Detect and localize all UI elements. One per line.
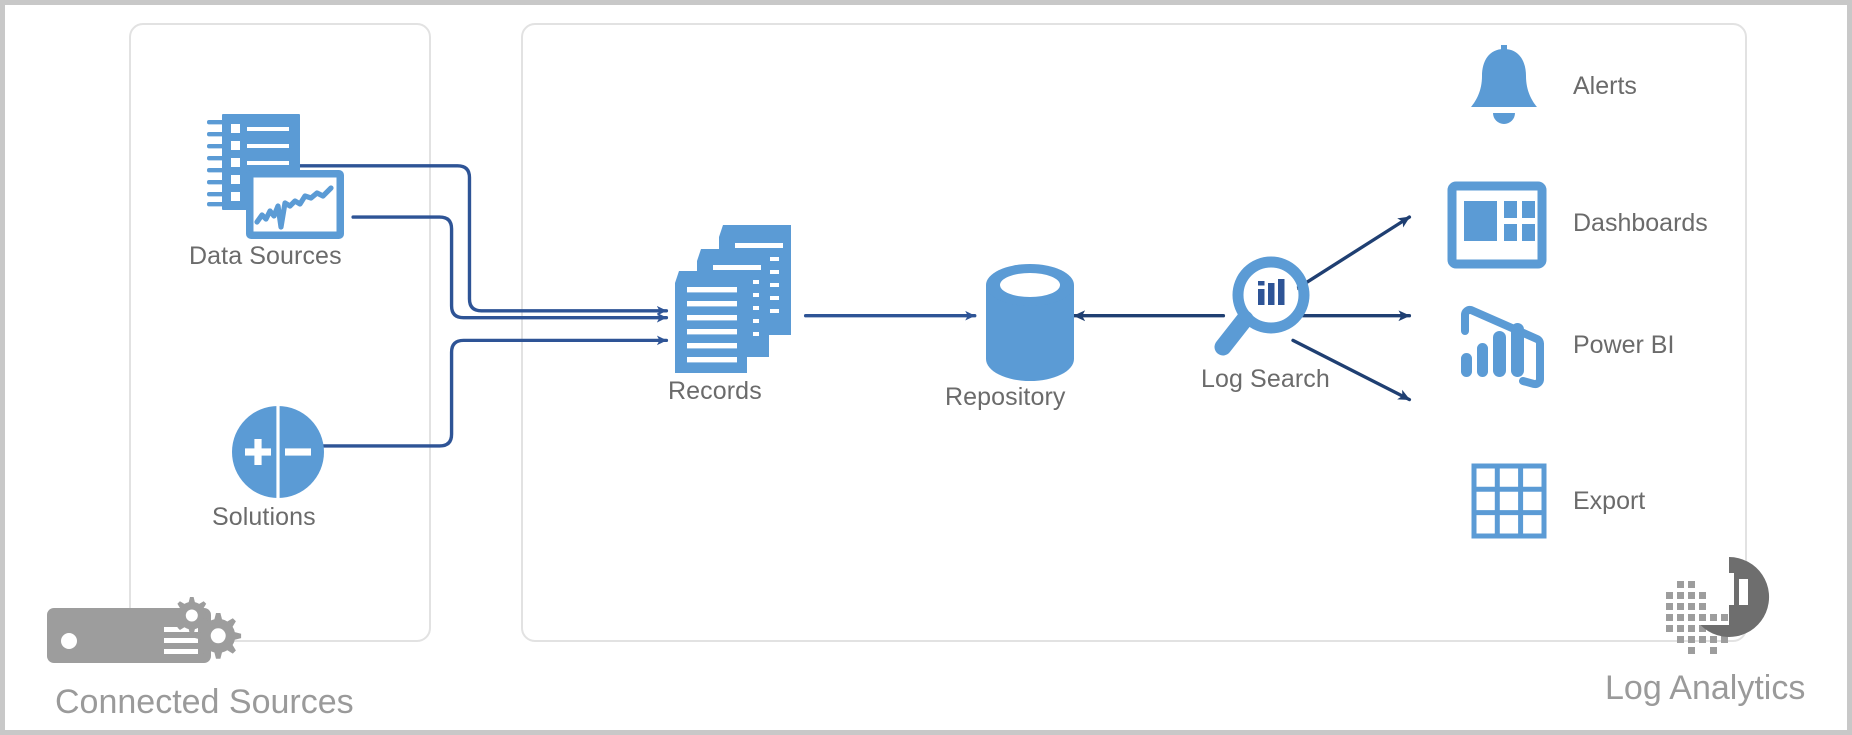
node-label-log-search: Log Search xyxy=(1201,365,1330,393)
output-label-export: Export xyxy=(1573,487,1646,515)
connector-logsearch-to-powerbi xyxy=(1291,338,1412,402)
power-bi-icon xyxy=(1461,305,1544,389)
node-alerts[interactable]: Alerts xyxy=(1465,43,1637,129)
node-repository[interactable]: Repository xyxy=(945,263,1077,411)
solutions-plus-minus-icon xyxy=(232,406,324,498)
connector-datasources-chart-to-records xyxy=(351,215,669,323)
output-label-power-bi: Power BI xyxy=(1573,331,1675,359)
node-label-repository: Repository xyxy=(945,383,1066,411)
panel-connected-sources xyxy=(129,23,431,642)
node-dashboards[interactable]: Dashboards xyxy=(1447,181,1708,269)
node-log-search[interactable]: Log Search xyxy=(1201,253,1330,393)
connector-datasources-list-to-records xyxy=(293,164,669,316)
records-documents-icon xyxy=(675,225,791,373)
connector-layer xyxy=(274,164,1412,448)
dashboard-grid-icon xyxy=(1447,181,1547,269)
table-grid-icon xyxy=(1471,463,1547,539)
node-label-data-sources: Data Sources xyxy=(189,242,342,270)
data-sources-icon xyxy=(207,114,344,239)
panel-label-connected-sources: Connected Sources xyxy=(55,683,354,721)
connector-logsearch-to-alerts xyxy=(1291,215,1412,293)
node-label-solutions: Solutions xyxy=(212,503,316,531)
log-analytics-logo-icon xyxy=(1666,556,1770,654)
node-power-bi[interactable]: Power BI xyxy=(1457,303,1674,391)
panel-log-analytics xyxy=(521,23,1747,642)
node-log-analytics[interactable]: Log Analytics xyxy=(1605,553,1805,707)
database-cylinder-icon xyxy=(986,264,1074,381)
node-solutions[interactable]: Solutions xyxy=(212,403,327,531)
server-gears-icon xyxy=(47,597,242,663)
node-connected-sources[interactable]: Connected Sources xyxy=(45,575,354,721)
output-label-dashboards: Dashboards xyxy=(1573,209,1708,237)
node-records[interactable]: Records xyxy=(668,223,813,405)
output-label-alerts: Alerts xyxy=(1573,72,1637,100)
panel-label-log-analytics: Log Analytics xyxy=(1605,669,1806,707)
bell-icon xyxy=(1471,45,1537,124)
magnifier-chart-icon xyxy=(1214,256,1310,356)
node-label-records: Records xyxy=(668,377,762,405)
connector-solutions-to-records xyxy=(274,335,669,448)
node-data-sources[interactable]: Data Sources xyxy=(189,110,361,270)
node-export[interactable]: Export xyxy=(1471,463,1645,539)
